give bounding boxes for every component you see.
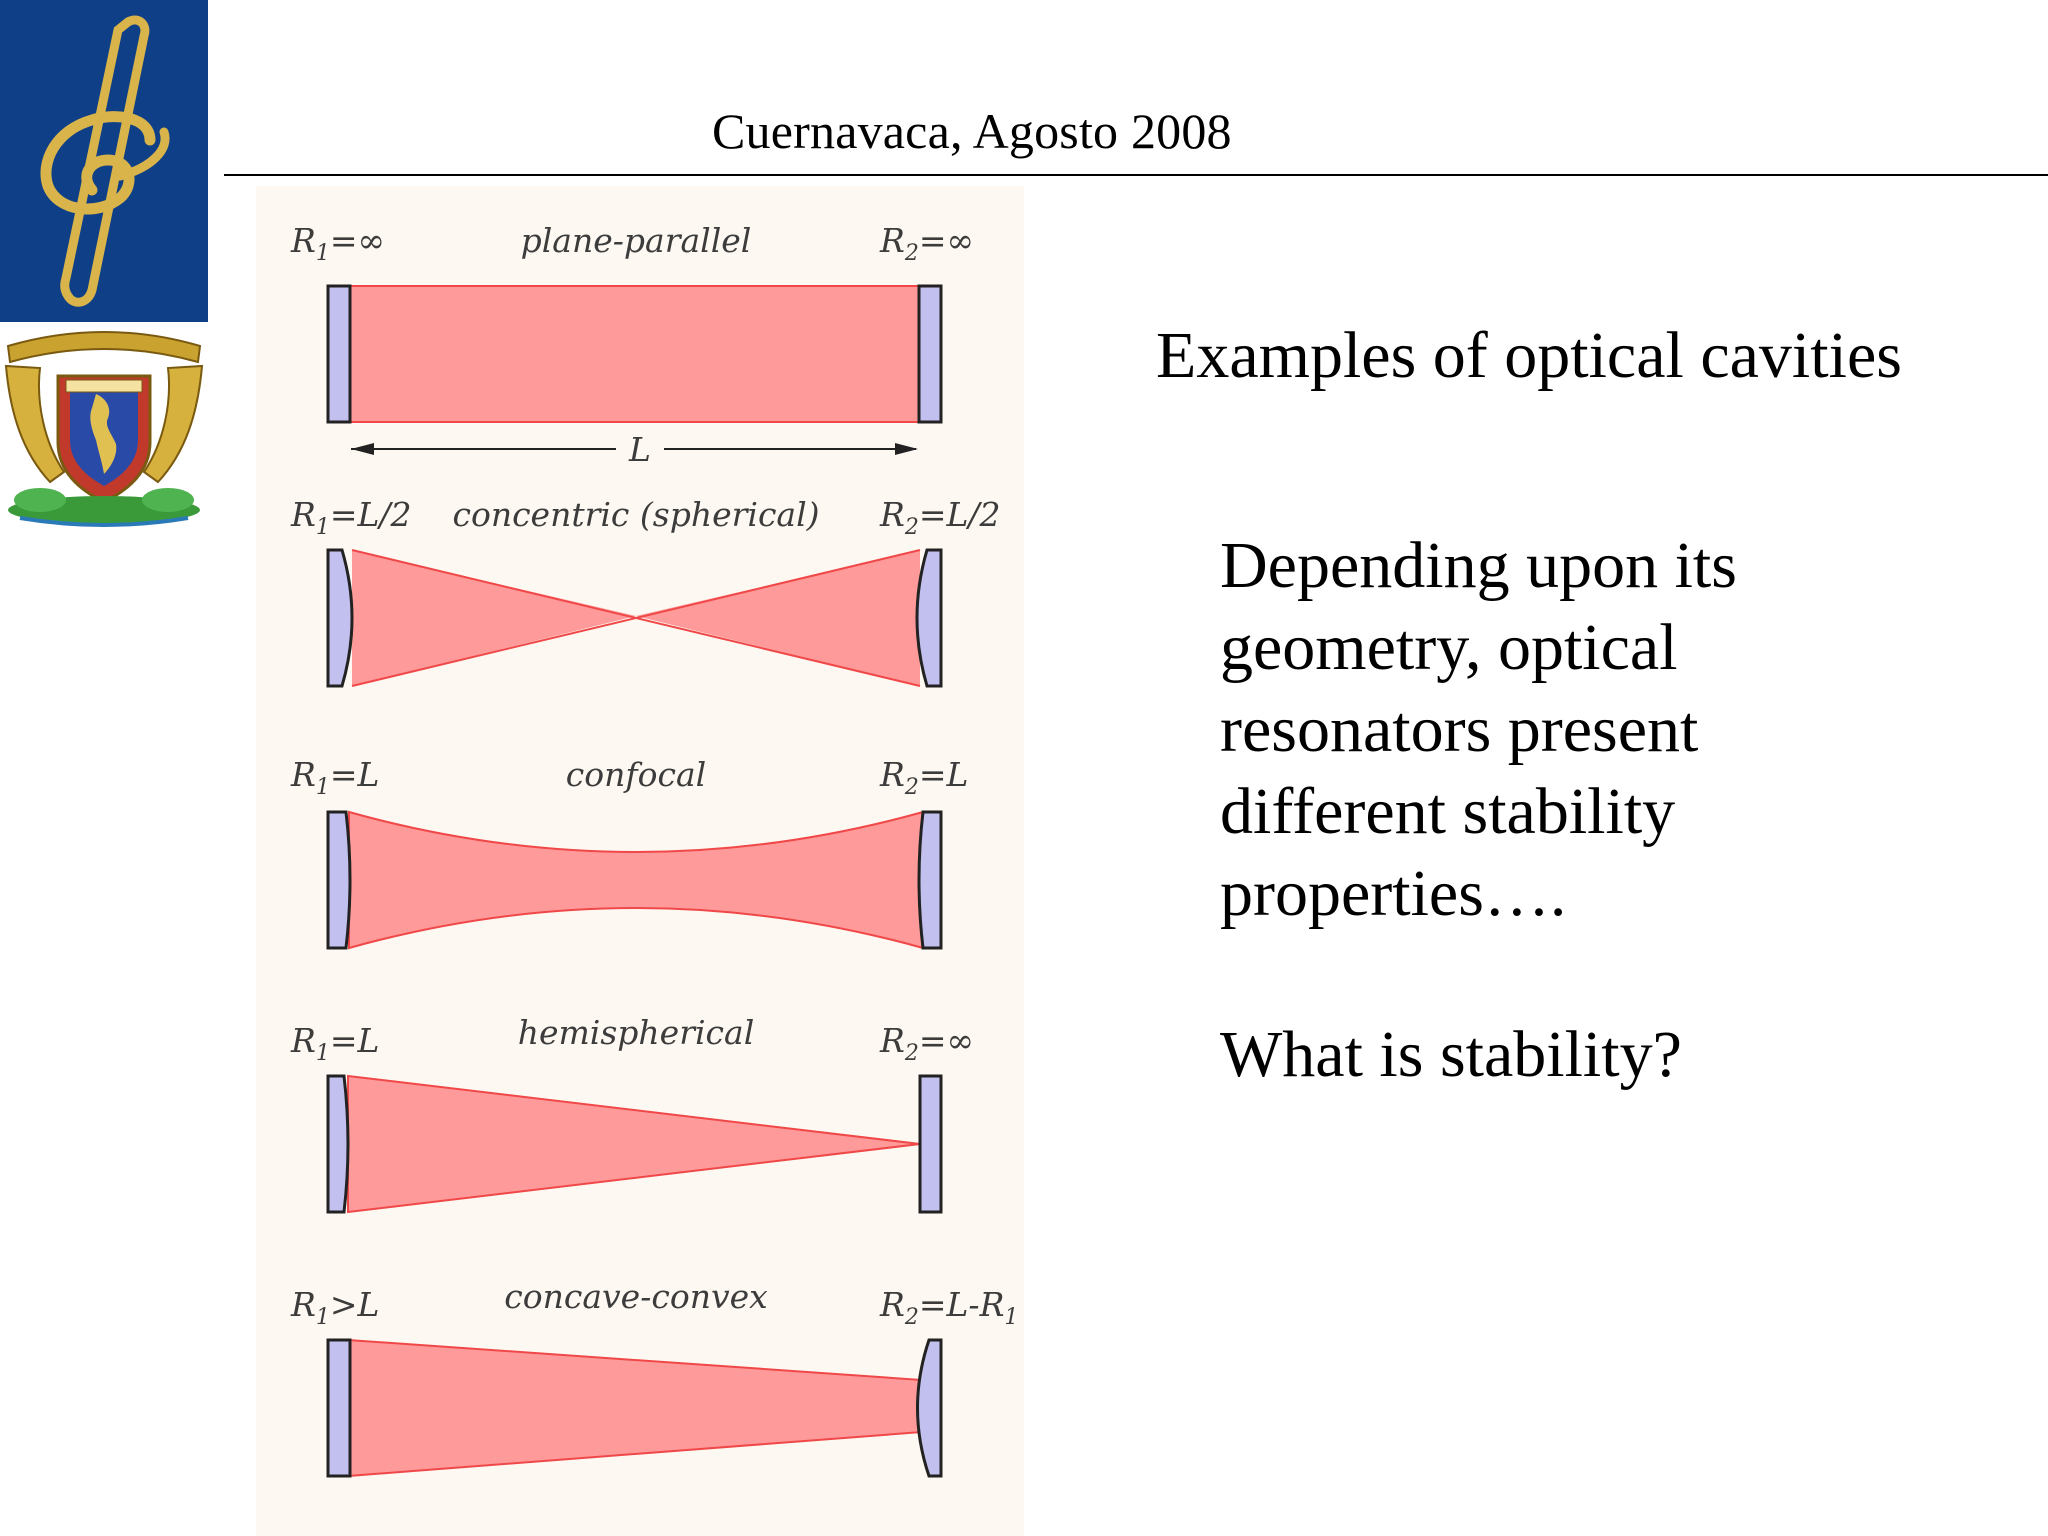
cavity-2-r2-label: R2=L/2 [879, 495, 1001, 540]
cavity-1-r1-label: R1=∞ [290, 221, 385, 266]
unam-shield-icon [4, 331, 204, 527]
slide-title: Examples of optical cavities [1156, 319, 1902, 392]
unam-coat-of-arms [0, 322, 208, 530]
body-line: properties…. [1220, 857, 1567, 930]
cavity-2-name: concentric (spherical) [452, 495, 819, 534]
cavity-2-beam-edge-b [351, 549, 921, 687]
cavity-3-mirror-right [917, 810, 943, 950]
length-label: L [628, 430, 651, 469]
body-line: Depending upon its [1220, 529, 1737, 602]
instituto-de-fisica-logo [0, 0, 208, 322]
body-line: geometry, optical [1220, 611, 1678, 684]
cavities-diagram: R1=∞ plane-parallel R2=∞ L R1=L/2 concen… [290, 221, 1018, 1478]
cavity-1-name: plane-parallel [521, 221, 752, 260]
cavity-4-mirror-right [918, 1074, 943, 1214]
optical-cavities-figure: R1=∞ plane-parallel R2=∞ L R1=L/2 concen… [256, 186, 1024, 1536]
cavity-2-mirror-right [915, 548, 943, 688]
cavity-3-mirror-left [326, 810, 352, 950]
stability-question: What is stability? [1220, 1018, 1682, 1091]
cavity-2-beam-right [636, 550, 920, 686]
length-arrow-right-head [895, 443, 918, 455]
cavity-5-mirror-right [916, 1338, 943, 1478]
cavity-5-r1-label: R1>L [290, 1285, 379, 1330]
cavity-4-mirror-left [326, 1074, 350, 1214]
cavity-4-name: hemispherical [518, 1013, 755, 1052]
cavity-4-r2-label: R2=∞ [879, 1021, 974, 1066]
header-location-date: Cuernavaca, Agosto 2008 [712, 103, 1232, 159]
body-line: resonators present [1220, 693, 1699, 766]
cavity-3-beam [348, 810, 924, 950]
cavity-5-r2-label: R2=L-R1 [879, 1285, 1018, 1330]
cavity-1-r2-label: R2=∞ [879, 221, 974, 266]
cavity-1-mirror-left [326, 284, 352, 424]
header-divider [224, 174, 2048, 176]
cavity-5-name: concave-convex [504, 1277, 768, 1316]
cavity-3-name: confocal [566, 755, 706, 794]
cavity-2-r1-label: R1=L/2 [290, 495, 412, 540]
slide-body: Depending upon its geometry, optical res… [1220, 525, 1737, 935]
ifunam-emblem-icon [0, 0, 208, 322]
cavity-4-beam [347, 1074, 921, 1214]
cavity-3-r2-label: R2=L [879, 755, 968, 800]
cavity-5-mirror-left [326, 1338, 352, 1478]
length-arrow-left-head [351, 443, 374, 455]
cavity-3-r1-label: R1=L [290, 755, 379, 800]
cavity-4-r1-label: R1=L [290, 1021, 379, 1066]
body-line: different stability [1220, 775, 1676, 848]
cavity-5-beam [347, 1338, 923, 1478]
cavity-2-mirror-left [326, 548, 354, 688]
cavity-1-mirror-right [917, 284, 943, 424]
cavity-2-beam-left [352, 550, 636, 686]
cavity-1-beam [348, 285, 934, 423]
